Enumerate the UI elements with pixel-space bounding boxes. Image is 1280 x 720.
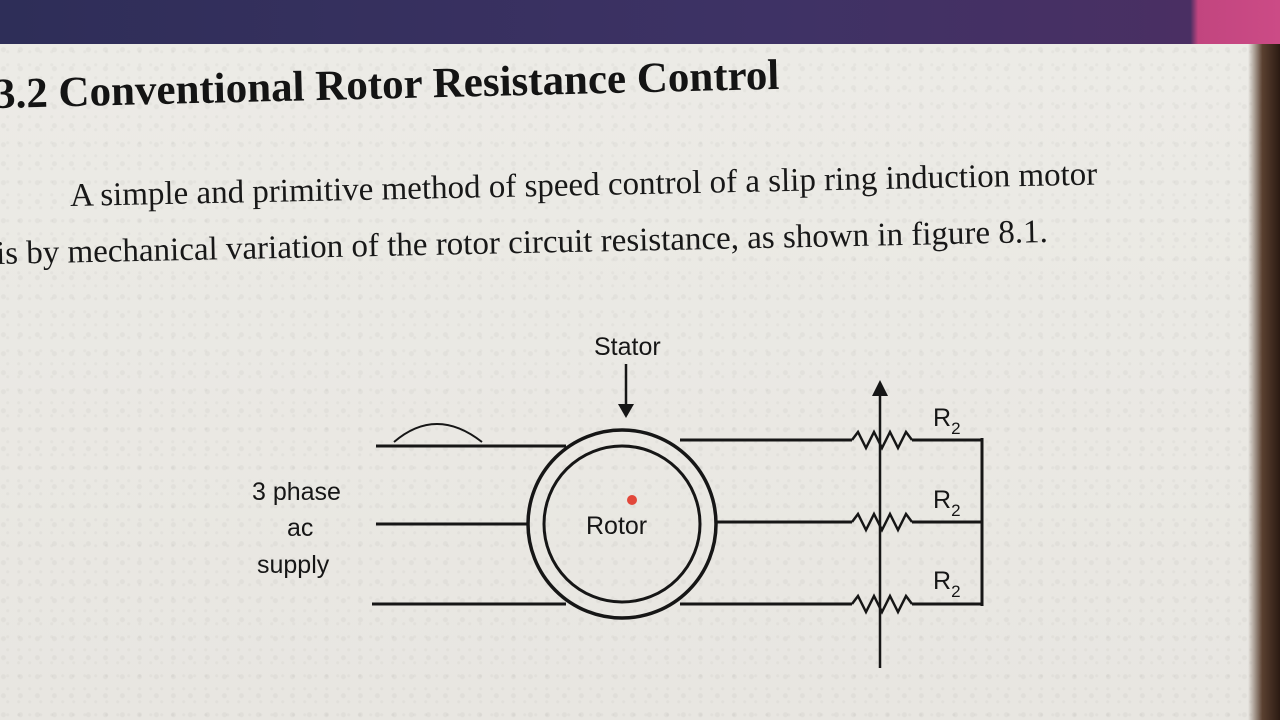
stator-label: Stator [594,333,661,361]
handwritten-mark [393,423,483,443]
resistor-1-label: R2 [933,404,961,438]
book-spine-shadow [1248,44,1280,720]
rotor-label: Rotor [586,512,647,540]
wiper-arrow-head [872,380,888,396]
supply-label-line-2: ac [287,514,313,542]
supply-label-line-3: supply [257,551,330,579]
video-top-banner [0,0,1280,44]
resistor-3 [851,593,913,615]
resistor-3-label: R2 [933,567,961,601]
book-page [0,44,1280,720]
stator-arrow-head [618,404,634,418]
cursor-dot [627,495,637,505]
resistor-1 [851,429,913,451]
resistor-2 [851,511,913,533]
resistor-2-label: R2 [933,486,961,520]
supply-label-line-1: 3 phase [252,478,341,506]
rotor-circle [542,444,702,604]
